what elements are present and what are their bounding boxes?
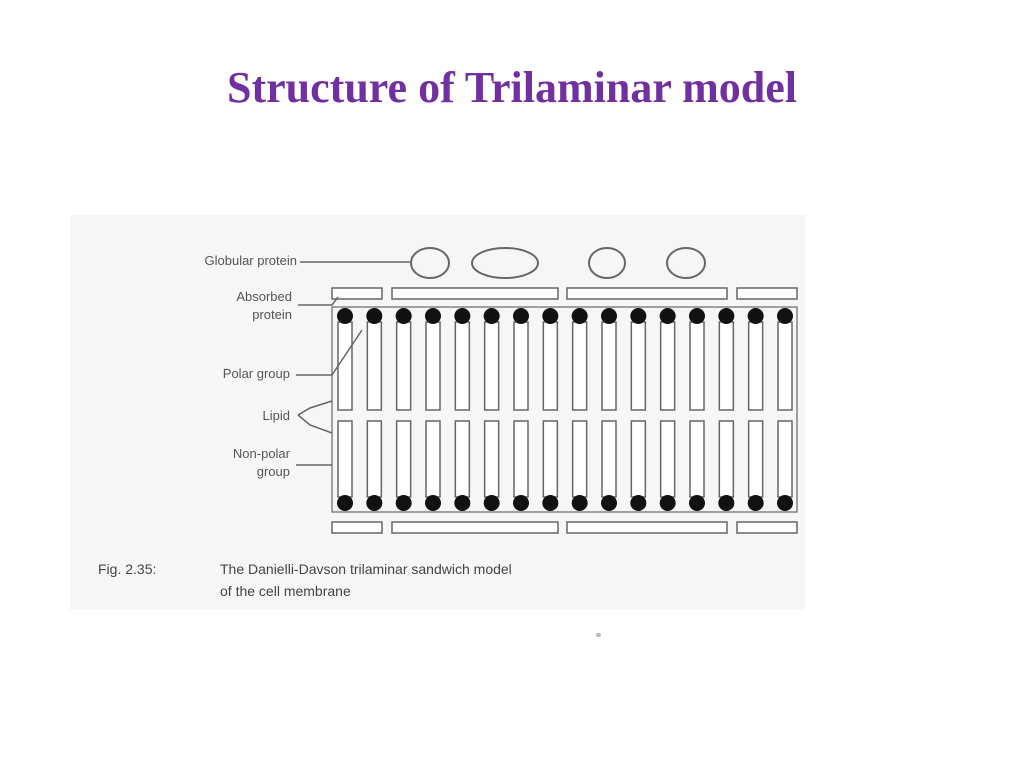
lipid-tail <box>425 321 441 411</box>
absorbed-protein-layer-bottom <box>331 521 383 534</box>
lipid-tail <box>718 321 735 411</box>
leader-line <box>298 296 339 306</box>
polar-head <box>601 308 617 324</box>
caption-line1: The Danielli-Davson trilaminar sandwich … <box>220 561 512 577</box>
lipid-tail <box>571 321 588 411</box>
label-absorbed-protein-line1: Absorbed <box>236 289 292 304</box>
lipid-tail <box>601 420 617 498</box>
lipid-tail <box>689 321 705 411</box>
lipid-tail <box>718 420 735 498</box>
lipid-tail <box>689 420 705 498</box>
lipid-tail <box>366 420 383 498</box>
polar-head <box>689 308 705 324</box>
absorbed-protein-layer-bottom <box>736 521 798 534</box>
label-non-polar-group-line1: Non-polar <box>232 446 290 461</box>
membrane-diagram-drawing <box>296 247 798 534</box>
polar-head <box>747 308 764 324</box>
polar-head <box>718 495 735 511</box>
polar-head <box>337 495 353 511</box>
lipid-tail <box>395 321 412 411</box>
slide-title: Structure of Trilaminar model <box>227 63 797 112</box>
polar-head <box>425 495 441 511</box>
lipid-tail <box>659 321 676 411</box>
lipid-tail <box>483 321 500 411</box>
lipid-tail <box>571 420 588 498</box>
caption-number: Fig. 2.35: <box>98 561 157 577</box>
label-absorbed-protein-line2: protein <box>252 307 292 322</box>
polar-head <box>366 495 383 511</box>
lipid-layer-frame <box>331 306 798 513</box>
lipid-tail <box>747 321 764 411</box>
polar-head <box>689 495 705 511</box>
polar-head <box>483 308 500 324</box>
polar-head <box>337 308 353 324</box>
globular-protein <box>410 247 450 279</box>
lipid-tail <box>425 420 441 498</box>
label-polar-group: Polar group <box>222 366 290 381</box>
lipid-tail <box>337 321 353 411</box>
lipid-tail <box>513 321 529 411</box>
polar-head <box>454 308 471 324</box>
polar-head <box>601 495 617 511</box>
polar-head <box>777 308 793 324</box>
polar-head <box>483 495 500 511</box>
polar-head <box>747 495 764 511</box>
membrane-diagram: Globular protein Absorbed protein Polar … <box>70 215 805 610</box>
polar-head <box>630 308 647 324</box>
absorbed-protein-layer-top <box>566 287 728 300</box>
label-globular-protein: Globular protein <box>204 253 298 268</box>
polar-head <box>366 308 383 324</box>
globular-protein <box>471 247 539 279</box>
polar-head <box>395 495 412 511</box>
polar-head <box>777 495 793 511</box>
absorbed-protein-layer-top <box>736 287 798 300</box>
polar-head <box>513 495 529 511</box>
lipid-tail <box>777 321 793 411</box>
stray-mark <box>596 633 601 637</box>
lipid-tail <box>366 321 383 411</box>
absorbed-protein-layer-top <box>331 287 383 300</box>
polar-head <box>542 495 559 511</box>
lipid-tail <box>454 420 471 498</box>
globular-protein <box>588 247 626 279</box>
caption-line2: of the cell membrane <box>220 583 351 599</box>
polar-head <box>425 308 441 324</box>
polar-head <box>571 308 588 324</box>
polar-head <box>718 308 735 324</box>
leader-line <box>297 414 333 434</box>
lipid-tail <box>337 420 353 498</box>
lipid-tail <box>630 321 647 411</box>
polar-head <box>659 495 676 511</box>
lipid-tail <box>483 420 500 498</box>
label-non-polar-group-line2: group <box>256 464 290 479</box>
lipid-tail <box>395 420 412 498</box>
label-lipid: Lipid <box>262 408 290 423</box>
polar-head <box>630 495 647 511</box>
polar-head <box>659 308 676 324</box>
lipid-tail <box>777 420 793 498</box>
lipid-tail <box>630 420 647 498</box>
absorbed-protein-layer-bottom <box>566 521 728 534</box>
globular-protein <box>666 247 706 279</box>
polar-head <box>571 495 588 511</box>
lipid-tail <box>454 321 471 411</box>
polar-head <box>542 308 559 324</box>
lipid-tail <box>542 420 559 498</box>
absorbed-protein-layer-bottom <box>391 521 559 534</box>
leader-line <box>297 400 333 416</box>
polar-head <box>513 308 529 324</box>
absorbed-protein-layer-top <box>391 287 559 300</box>
lipid-tail <box>601 321 617 411</box>
lipid-tail <box>513 420 529 498</box>
lipid-tail <box>747 420 764 498</box>
polar-head <box>454 495 471 511</box>
lipid-tail <box>542 321 559 411</box>
lipid-tail <box>659 420 676 498</box>
polar-head <box>395 308 412 324</box>
leader-line <box>296 329 363 376</box>
